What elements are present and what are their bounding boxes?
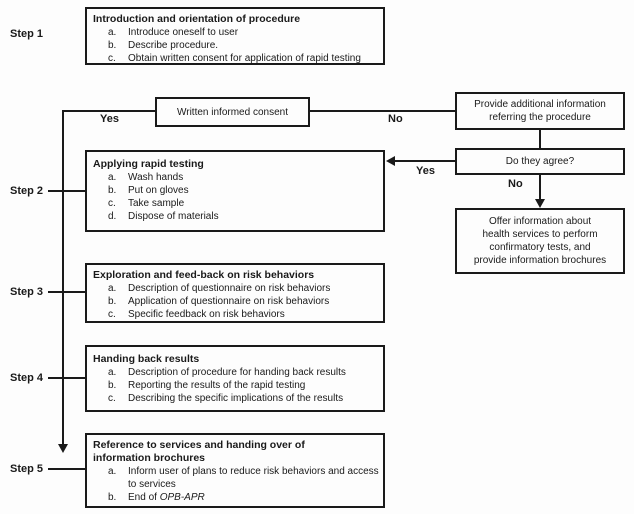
item-marker: b. xyxy=(108,185,117,196)
list-item: a. Description of procedure for handing … xyxy=(108,366,381,379)
provide-info-box: Provide additional information referring… xyxy=(455,92,625,130)
consent-no-line xyxy=(310,110,455,112)
step5-box: Reference to services and handing over o… xyxy=(85,433,385,508)
agree-box: Do they agree? xyxy=(455,148,625,175)
step-label-3: Step 3 xyxy=(10,286,44,298)
item-marker: a. xyxy=(108,367,117,378)
list-item: a. Description of questionnaire on risk … xyxy=(108,282,381,295)
list-item: c. Take sample xyxy=(108,197,381,210)
offer-info-line: health services to perform xyxy=(482,229,598,240)
item-text: Wash hands xyxy=(128,172,184,183)
item-marker: b. xyxy=(108,40,117,51)
step2-box: Applying rapid testing a. Wash hands b. … xyxy=(85,150,385,232)
list-item: b. Application of questionnaire on risk … xyxy=(108,295,381,308)
item-marker: b. xyxy=(108,492,117,503)
item-text: Put on gloves xyxy=(128,185,189,196)
item-text: Inform user of plans to reduce risk beha… xyxy=(128,466,379,490)
item-marker: c. xyxy=(108,309,116,320)
item-text-italic: OPB-APR xyxy=(159,492,205,503)
step2-connector-line xyxy=(48,190,85,192)
offer-info-box: Offer information about health services … xyxy=(455,208,625,274)
trunk-arrowhead-down-icon xyxy=(58,444,68,453)
item-text: Take sample xyxy=(128,198,185,209)
item-marker: a. xyxy=(108,466,117,477)
list-item: b. Describe procedure. xyxy=(108,39,381,52)
step-label-1: Step 1 xyxy=(10,28,44,40)
agree-no-label: No xyxy=(508,178,523,190)
consent-yes-line xyxy=(62,110,155,112)
item-text: Dispose of materials xyxy=(128,211,219,222)
step1-box: Introduction and orientation of procedur… xyxy=(85,7,385,65)
agree-no-arrowhead-down-icon xyxy=(535,199,545,208)
list-item: b. Reporting the results of the rapid te… xyxy=(108,379,381,392)
provide-agree-line xyxy=(539,130,541,148)
agree-yes-arrowhead-left-icon xyxy=(386,156,395,166)
step3-title: Exploration and feed-back on risk behavi… xyxy=(93,269,315,281)
item-text: Obtain written consent for application o… xyxy=(128,53,361,64)
item-marker: c. xyxy=(108,393,116,404)
list-item: a. Inform user of plans to reduce risk b… xyxy=(108,465,381,491)
agree-no-line xyxy=(539,175,541,202)
item-marker: d. xyxy=(108,211,117,222)
step1-title: Introduction and orientation of procedur… xyxy=(93,13,301,25)
step-label-2: Step 2 xyxy=(10,185,44,197)
item-text-regular: End of xyxy=(128,492,160,503)
list-item: a. Wash hands xyxy=(108,171,381,184)
step3-connector-line xyxy=(48,291,85,293)
consent-yes-label: Yes xyxy=(100,113,119,125)
step4-box: Handing back results a. Description of p… xyxy=(85,345,385,412)
item-marker: b. xyxy=(108,380,117,391)
item-text: Specific feedback on risk behaviors xyxy=(128,309,285,320)
consent-box: Written informed consent xyxy=(155,97,310,127)
agree-box-text: Do they agree? xyxy=(505,156,575,167)
agree-yes-label: Yes xyxy=(416,165,435,177)
consent-box-text: Written informed consent xyxy=(177,106,288,118)
list-item: c. Specific feedback on risk behaviors xyxy=(108,308,381,321)
step-label-4: Step 4 xyxy=(10,372,44,384)
list-item: c. Describing the specific implications … xyxy=(108,392,381,405)
step5-title: Reference to services and handing over o… xyxy=(93,439,305,464)
item-marker: c. xyxy=(108,198,116,209)
item-text: Introduce oneself to user xyxy=(128,27,239,38)
step-label-5: Step 5 xyxy=(10,463,44,475)
list-item: b. End of OPB-APR xyxy=(108,491,381,504)
item-text: Describing the specific implications of … xyxy=(128,393,344,404)
trunk-line xyxy=(62,110,64,446)
list-item: b. Put on gloves xyxy=(108,184,381,197)
step4-title: Handing back results xyxy=(93,353,200,365)
provide-info-line: referring the procedure xyxy=(489,112,591,123)
provide-info-line: Provide additional information xyxy=(474,99,606,110)
agree-yes-line xyxy=(394,160,455,162)
consent-no-label: No xyxy=(388,113,403,125)
list-item: d. Dispose of materials xyxy=(108,210,381,223)
step5-connector-line xyxy=(48,468,85,470)
offer-info-line: provide information brochures xyxy=(473,255,607,266)
item-marker: a. xyxy=(108,172,117,183)
item-marker: a. xyxy=(108,27,117,38)
step4-connector-line xyxy=(48,377,85,379)
item-marker: c. xyxy=(108,53,116,64)
item-text: Application of questionnaire on risk beh… xyxy=(128,296,330,307)
step3-box: Exploration and feed-back on risk behavi… xyxy=(85,263,385,323)
item-text: End of OPB-APR xyxy=(128,491,205,504)
step2-title: Applying rapid testing xyxy=(93,158,204,170)
offer-info-line: confirmatory tests, and xyxy=(489,242,591,253)
item-text: Reporting the results of the rapid testi… xyxy=(128,380,306,391)
item-text: Describe procedure. xyxy=(128,40,219,51)
item-marker: a. xyxy=(108,283,117,294)
list-item: c. Obtain written consent for applicatio… xyxy=(108,52,381,64)
item-text: Description of questionnaire on risk beh… xyxy=(128,283,331,294)
list-item: a. Introduce oneself to user xyxy=(108,26,381,39)
offer-info-line: Offer information about xyxy=(488,216,592,227)
item-marker: b. xyxy=(108,296,117,307)
item-text: Description of procedure for handing bac… xyxy=(128,367,346,378)
